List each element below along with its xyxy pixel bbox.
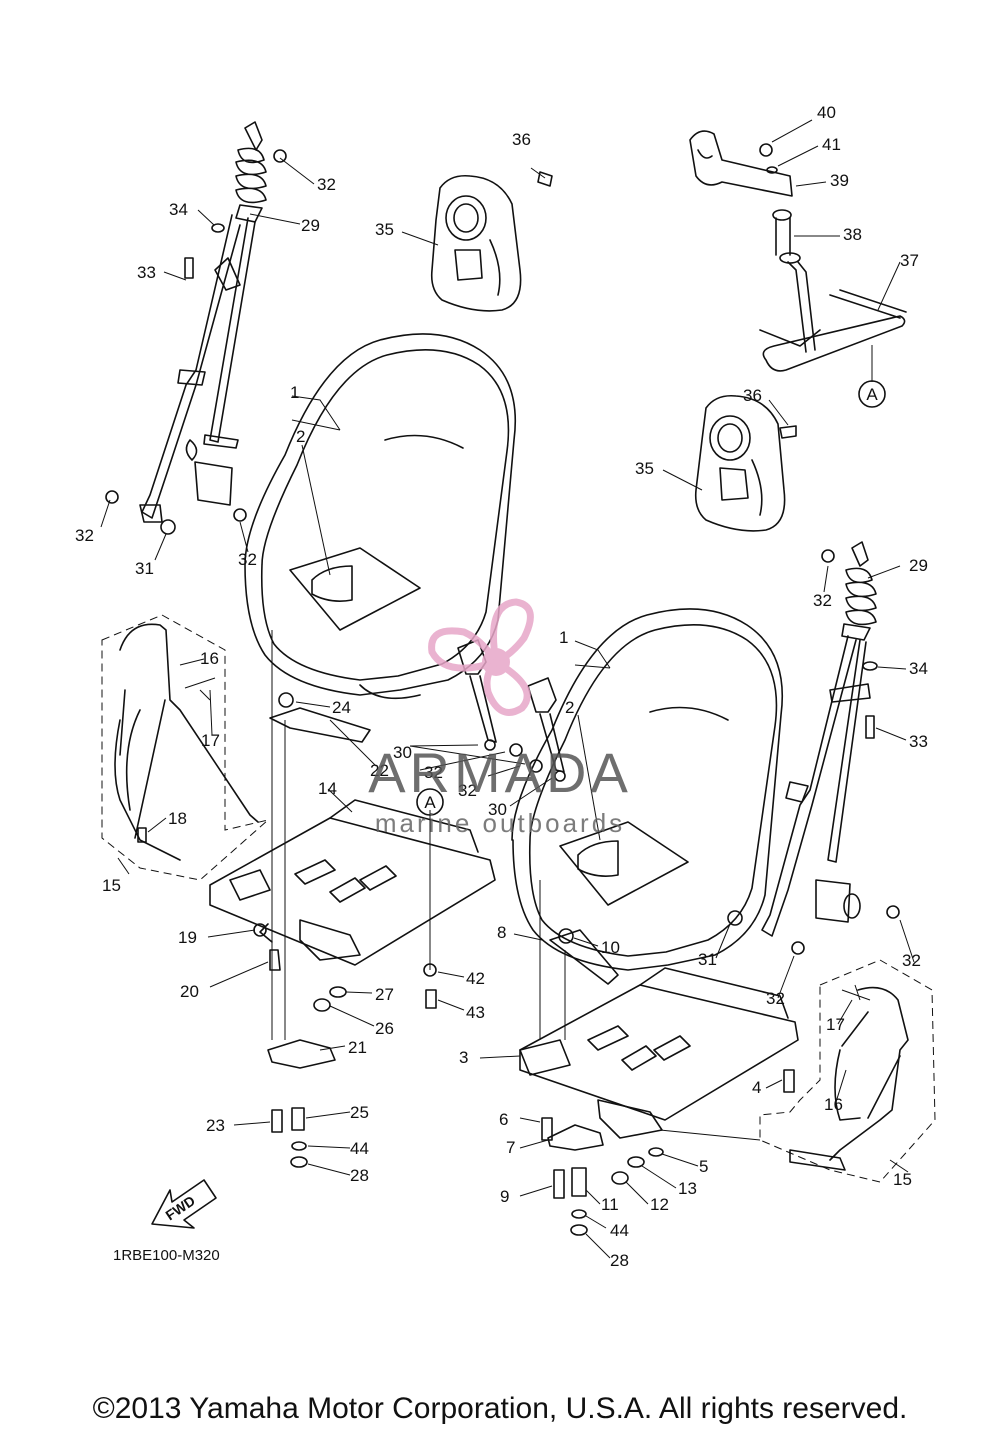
callout-32: 32	[902, 951, 921, 970]
fwd-arrow: FWD	[151, 1179, 217, 1229]
callout-11: 11	[601, 1195, 619, 1214]
callout-37: 37	[900, 251, 919, 270]
callout-17: 17	[826, 1015, 845, 1034]
watermark-tagline: marine outboards	[375, 808, 625, 838]
callout-16: 16	[824, 1095, 843, 1114]
callout-39: 39	[830, 171, 849, 190]
seat-frame-right	[519, 959, 936, 1183]
seat-belt-right	[727, 541, 900, 955]
callout-40: 40	[817, 103, 836, 122]
callout-1: 1	[559, 628, 568, 647]
callout-44: 44	[350, 1139, 369, 1158]
callout-3: 3	[459, 1048, 468, 1067]
svg-text:A: A	[424, 793, 436, 812]
callout-5: 5	[699, 1157, 708, 1176]
callout-28: 28	[610, 1251, 629, 1270]
callout-34: 34	[909, 659, 928, 678]
callout-6: 6	[499, 1110, 508, 1129]
callout-21: 21	[348, 1038, 367, 1057]
callout-29: 29	[909, 556, 928, 575]
callout-42: 42	[466, 969, 485, 988]
hardware-left	[137, 692, 437, 1168]
callout-31: 31	[135, 559, 154, 578]
callout-32: 32	[317, 175, 336, 194]
headrest-top	[430, 171, 553, 312]
seat-belt-left	[105, 121, 287, 535]
leader-lines	[100, 119, 915, 1259]
callout-22: 22	[370, 761, 389, 780]
copyright-notice: ©2013 Yamaha Motor Corporation, U.S.A. A…	[92, 1392, 908, 1425]
callout-33: 33	[909, 732, 928, 751]
assembly-lines	[271, 630, 761, 1141]
callout-25: 25	[350, 1103, 369, 1122]
callout-10: 10	[601, 938, 620, 957]
seat-left	[244, 333, 517, 700]
seat-frame-left	[101, 614, 496, 966]
callout-30: 30	[393, 743, 412, 762]
callout-36: 36	[743, 386, 762, 405]
callout-2: 2	[296, 427, 305, 446]
callout-14: 14	[318, 779, 337, 798]
watermark: ARMADA marine outboards	[368, 598, 632, 838]
diagram-code: 1RBE100-M320	[113, 1247, 220, 1264]
callout-32: 32	[766, 989, 785, 1008]
svg-text:A: A	[866, 385, 878, 404]
callout-7: 7	[506, 1138, 515, 1157]
callout-24: 24	[332, 698, 351, 717]
callout-41: 41	[822, 135, 841, 154]
reference-mark-a-lower: A	[416, 788, 444, 816]
callout-17: 17	[201, 731, 220, 750]
callout-4: 4	[752, 1078, 761, 1097]
callout-18: 18	[168, 809, 187, 828]
callout-15: 15	[893, 1170, 912, 1189]
armrest-assembly	[689, 130, 907, 372]
callout-labels: 32 29 34 33 32 31 32 1 2 36 35 40 41 39 …	[75, 103, 928, 1270]
callout-12: 12	[650, 1195, 669, 1214]
headrest-lower	[694, 394, 797, 532]
callout-28: 28	[350, 1166, 369, 1185]
callout-23: 23	[206, 1116, 225, 1135]
callout-2: 2	[565, 698, 574, 717]
watermark-brand: ARMADA	[368, 741, 632, 804]
callout-34: 34	[169, 200, 188, 219]
callout-8: 8	[497, 923, 506, 942]
callout-35: 35	[635, 459, 654, 478]
hardware-right	[541, 928, 795, 1236]
callout-31: 31	[698, 950, 717, 969]
callout-43: 43	[466, 1003, 485, 1022]
callout-32: 32	[75, 526, 94, 545]
callout-36: 36	[512, 130, 531, 149]
callout-9: 9	[500, 1187, 509, 1206]
callout-35: 35	[375, 220, 394, 239]
callout-13: 13	[678, 1179, 697, 1198]
callout-15: 15	[102, 876, 121, 895]
seat-right	[511, 608, 784, 971]
callout-33: 33	[137, 263, 156, 282]
callout-20: 20	[180, 982, 199, 1001]
callout-32: 32	[238, 550, 257, 569]
reference-mark-a-upper: A	[858, 345, 886, 408]
callout-32: 32	[424, 763, 443, 782]
callout-16: 16	[200, 649, 219, 668]
callout-19: 19	[178, 928, 197, 947]
propeller-logo	[428, 598, 534, 716]
callout-44: 44	[610, 1221, 629, 1240]
callout-32: 32	[458, 781, 477, 800]
callout-26: 26	[375, 1019, 394, 1038]
callout-27: 27	[375, 985, 394, 1004]
callout-32: 32	[813, 591, 832, 610]
callout-29: 29	[301, 216, 320, 235]
callout-30: 30	[488, 800, 507, 819]
callout-38: 38	[843, 225, 862, 244]
callout-1: 1	[290, 383, 299, 402]
